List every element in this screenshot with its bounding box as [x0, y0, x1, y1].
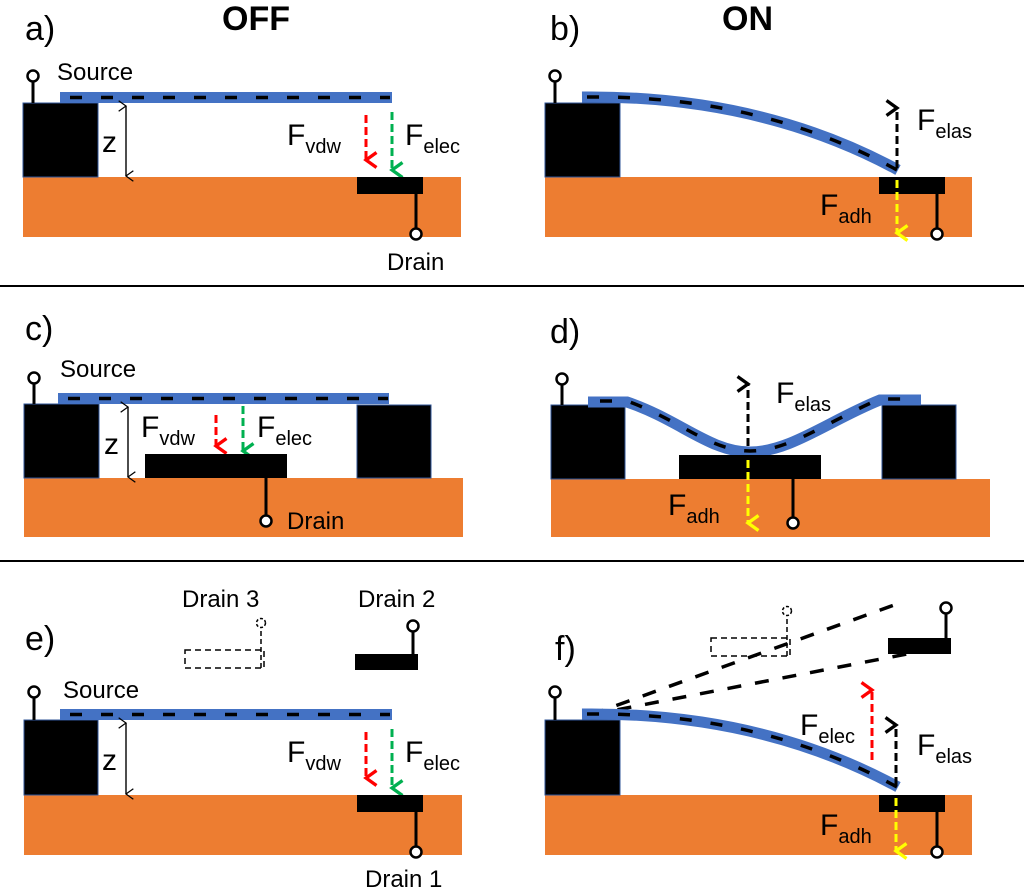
- elec-force-label: Felec: [800, 709, 855, 748]
- deflected-beam: [581, 91, 901, 175]
- gap-label: z: [102, 744, 117, 777]
- adh-force-label: Fadh: [820, 189, 872, 228]
- source-terminal: [27, 685, 41, 699]
- panel-f: f) Felec Felas Fadh: [544, 601, 972, 860]
- deflected-beam: [588, 394, 921, 458]
- drain-terminal: [930, 227, 944, 241]
- source-label: Source: [60, 356, 136, 383]
- source-electrode: [544, 102, 621, 178]
- elec-force-label: Felec: [405, 736, 460, 775]
- drain1-electrode: [357, 795, 423, 812]
- drain-label: Drain: [287, 508, 344, 535]
- off-header: OFF: [222, 0, 290, 38]
- drain3-electrode-ghost: [710, 637, 791, 657]
- drain-electrode: [357, 177, 423, 194]
- drain1-label: Drain 1: [365, 866, 442, 891]
- source-terminal: [555, 372, 569, 386]
- beam-dash: [586, 95, 898, 172]
- drain-terminal: [259, 514, 273, 528]
- vdw-force-label: Fvdw: [141, 411, 195, 450]
- drain3-electrode-ghost: [184, 649, 265, 669]
- gap-label: z: [104, 428, 119, 461]
- on-header: ON: [722, 0, 773, 38]
- source-terminal: [26, 69, 40, 83]
- drain3-terminal: [255, 617, 267, 629]
- adh-force-label: Fadh: [668, 489, 720, 528]
- drain2-label: Drain 2: [358, 586, 435, 613]
- source-terminal: [27, 371, 41, 385]
- beam-dash: [586, 712, 898, 789]
- source-anchor: [23, 403, 100, 479]
- gap-label: z: [102, 126, 117, 159]
- source-terminal: [548, 685, 562, 699]
- source-electrode: [544, 719, 621, 796]
- drain1-terminal: [409, 845, 423, 859]
- source-electrode: [23, 719, 99, 796]
- elas-force-label: Felas: [917, 729, 972, 768]
- drain2-terminal: [939, 601, 953, 615]
- source-label: Source: [63, 677, 139, 704]
- adh-force-label: Fadh: [820, 809, 872, 848]
- drain2-terminal: [406, 619, 420, 633]
- panel-b: b) Felas Fadh: [544, 10, 972, 242]
- elas-force-label: Felas: [776, 377, 831, 416]
- drain3-label: Drain 3: [182, 586, 259, 613]
- right-anchor: [881, 404, 957, 480]
- source-electrode: [22, 102, 99, 178]
- drain1-terminal: [930, 845, 944, 859]
- substrate: [24, 478, 463, 537]
- deflected-beam: [581, 708, 901, 792]
- panel-e: e) Drain 3 Drain 2 Source z Fvdw Felec D…: [23, 586, 462, 891]
- source-terminal: [548, 69, 562, 83]
- drain-label: Drain: [387, 249, 444, 276]
- drain3-terminal: [781, 605, 793, 617]
- substrate: [551, 479, 990, 537]
- panel-label-b: b): [550, 10, 580, 48]
- source-label: Source: [57, 59, 133, 86]
- drain2-electrode: [355, 654, 418, 670]
- drain-electrode: [879, 177, 945, 194]
- panel-label-d: d): [550, 313, 580, 351]
- panel-label-c: c): [25, 310, 53, 348]
- elec-force-label: Felec: [257, 411, 312, 450]
- panel-label-e: e): [25, 620, 55, 658]
- drain-electrode: [679, 455, 821, 479]
- vdw-force-label: Fvdw: [287, 736, 341, 775]
- panel-label-f: f): [555, 630, 576, 668]
- deflection-path-drain3: [589, 602, 898, 717]
- drain2-electrode: [888, 638, 951, 654]
- deflection-path-drain2: [589, 652, 908, 717]
- panel-label-a: a): [25, 10, 55, 48]
- left-anchor: [550, 404, 626, 480]
- right-anchor: [356, 404, 432, 479]
- drain1-electrode: [879, 795, 945, 812]
- panel-c: c) Source z Fvdw Felec Drain: [23, 310, 463, 537]
- drain-electrode: [145, 454, 287, 478]
- elec-force-label: Felec: [405, 119, 460, 158]
- panel-a: a) Source z Fvdw Felec Drain: [22, 10, 461, 276]
- vdw-force-label: Fvdw: [287, 119, 341, 158]
- elas-force-label: Felas: [917, 104, 972, 143]
- beam-dash: [600, 397, 908, 453]
- panel-d: d) Felas Fadh: [550, 313, 990, 537]
- drain-terminal: [409, 227, 423, 241]
- drain-terminal: [786, 516, 800, 530]
